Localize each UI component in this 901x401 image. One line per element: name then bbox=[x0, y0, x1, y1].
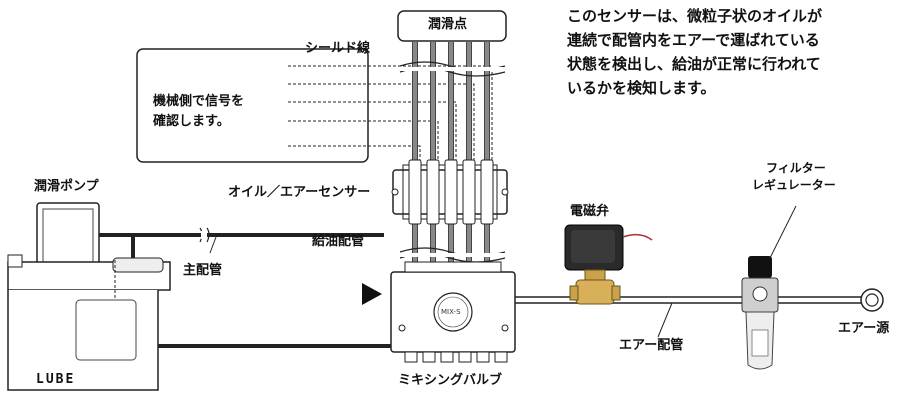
lubrication-pump bbox=[7, 202, 171, 391]
filter-regulator bbox=[741, 256, 779, 370]
air-pipe-leader bbox=[657, 302, 673, 338]
lubrication-point-label: 潤滑点 bbox=[428, 17, 468, 32]
shield-wire-label: シールド線 bbox=[305, 41, 371, 56]
machine-box-text: 機械側で信号を 確認します。 bbox=[153, 92, 244, 132]
sensor-label: オイル／エアーセンサー bbox=[228, 185, 371, 200]
main-pipe-leader bbox=[209, 236, 217, 254]
arrow-to-mixing-valve bbox=[362, 283, 382, 305]
machine-box-line1: 機械側で信号を bbox=[153, 94, 245, 109]
description-line-2: 連続で配管内をエアーで運ばれている bbox=[567, 31, 820, 49]
solenoid-label: 電磁弁 bbox=[570, 204, 610, 219]
air-source-label: エアー源 bbox=[838, 321, 890, 336]
filter-label-line1: フィルター bbox=[766, 161, 826, 175]
oil-air-sensor bbox=[391, 159, 509, 225]
machine-box-line2: 確認します。 bbox=[153, 114, 230, 129]
machine-box bbox=[136, 48, 369, 163]
pump-label: 潤滑ポンプ bbox=[34, 179, 99, 194]
description-line-1: このセンサーは、微粒子状のオイルが bbox=[567, 7, 823, 25]
mixing-valve bbox=[390, 261, 516, 363]
description-line-4: いるかを検知します。 bbox=[567, 79, 716, 97]
solenoid-valve bbox=[564, 224, 653, 305]
description: このセンサーは、微粒子状のオイルが 連続で配管内をエアーで運ばれている 状態を検… bbox=[567, 4, 897, 100]
lubrication-point-box bbox=[397, 10, 507, 42]
main-pipe-label: 主配管 bbox=[183, 263, 223, 278]
filter-label-line2: レギュレーター bbox=[752, 178, 836, 192]
oil-pipe-label: 給油配管 bbox=[312, 234, 365, 249]
pump-brand: LUBE bbox=[36, 372, 76, 387]
mixing-valve-model: MIX-S bbox=[441, 308, 461, 316]
air-pipe-label: エアー配管 bbox=[619, 338, 684, 353]
filter-leader-line bbox=[769, 205, 797, 259]
oil-pipes bbox=[399, 42, 506, 265]
air-source-icon bbox=[860, 288, 884, 312]
mixing-valve-label: ミキシングバルブ bbox=[398, 373, 503, 388]
description-line-3: 状態を検出し、給油が正常に行われて bbox=[567, 55, 821, 73]
